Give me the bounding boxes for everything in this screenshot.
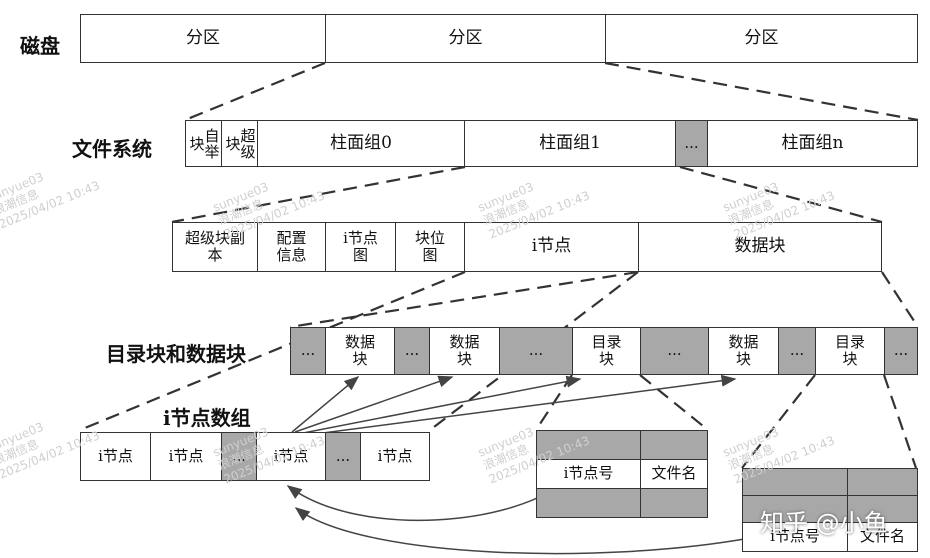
- dd-data-block-2: 数据块: [429, 327, 500, 375]
- arrow-inode-to-datablock2: [294, 375, 454, 433]
- dir-table-1-row3-left: [536, 488, 641, 518]
- super-block: 超级块: [221, 120, 258, 167]
- dd-ellipsis-1: ...: [290, 327, 326, 375]
- dd-dir-block-2: 目录块: [815, 327, 885, 375]
- dd-data-block-3: 数据块: [708, 327, 779, 375]
- dir-table-1-row3-right: [640, 488, 708, 518]
- dir-table-2-inode-no: i节点号: [742, 522, 848, 552]
- zoom-line-group-left: [171, 165, 466, 224]
- dd-ellipsis-4: ...: [640, 327, 709, 375]
- zoom-line-dir2-right: [882, 374, 918, 469]
- credit-watermark: 知乎 @小鱼: [760, 509, 888, 537]
- dir-table-2-filename: 文件名: [847, 522, 918, 552]
- dd-ellipsis-5: ...: [778, 327, 816, 375]
- boot-block-text: 自举块: [187, 127, 221, 160]
- inodes-region: i节点: [464, 222, 639, 272]
- arrow-dirtable-to-inode: [286, 477, 569, 522]
- cylinder-group-1: 柱面组1: [464, 120, 676, 167]
- zoom-line-partition-left: [184, 61, 326, 122]
- inode-bitmap: i节点图: [325, 222, 396, 272]
- zoom-line-inode-left: [79, 270, 466, 432]
- block-bitmap: 块位图: [395, 222, 465, 272]
- dir-table-2-row2-right: [847, 495, 918, 523]
- zoom-line-partition-right: [604, 61, 919, 122]
- boot-block: 自举块: [185, 120, 222, 167]
- dir-table-1-filename: 文件名: [640, 459, 708, 489]
- inode-cell-1: i节点: [80, 432, 151, 481]
- arrow-inode-to-dirblock: [297, 375, 582, 435]
- partition-2: 分区: [325, 14, 606, 63]
- dd-ellipsis-2: ...: [394, 327, 430, 375]
- zoom-line-dir1-right: [639, 374, 709, 431]
- inode-ellipsis-1: ...: [221, 432, 257, 481]
- zoom-line-dir2-left: [741, 374, 816, 469]
- disk-label: 磁盘: [20, 34, 60, 58]
- cylinder-group-ellipsis: ...: [675, 120, 708, 167]
- arrow-inode-to-datablock1: [291, 376, 360, 433]
- zoom-line-data-right: [881, 271, 919, 328]
- inode-cell-3: i节点: [256, 432, 326, 481]
- dd-ellipsis-3: ...: [499, 327, 573, 375]
- dir-data-label: 目录块和数据块: [106, 342, 246, 366]
- cylinder-group-n: 柱面组n: [707, 120, 918, 167]
- inode-cell-4: i节点: [360, 432, 430, 481]
- zoom-line-data-left: [289, 270, 639, 329]
- arrow-inode-to-datablock3: [299, 374, 737, 437]
- dd-data-block-1: 数据块: [325, 327, 395, 375]
- config-info: 配置信息: [257, 222, 326, 272]
- data-blocks-region: 数据块: [638, 222, 882, 272]
- dd-ellipsis-6: ...: [884, 327, 918, 375]
- arrow-dirtable2-to-inode: [294, 507, 751, 555]
- dir-table-2-header-left: [742, 468, 848, 496]
- partition-1: 分区: [80, 14, 326, 63]
- superblock-copy: 超级块副本: [172, 222, 258, 272]
- super-block-text: 超级块: [223, 127, 257, 160]
- dir-table-1-header-right: [640, 430, 708, 460]
- partition-3: 分区: [605, 14, 918, 63]
- dir-table-2-header-right: [847, 468, 918, 496]
- dd-dir-block-1: 目录块: [572, 327, 641, 375]
- cylinder-group-0: 柱面组0: [257, 120, 465, 167]
- filesystem-label: 文件系统: [72, 137, 152, 161]
- inode-array-label: i节点数组: [163, 406, 251, 430]
- inode-cell-2: i节点: [150, 432, 222, 481]
- dir-table-1-inode-no: i节点号: [536, 459, 641, 489]
- zoom-line-group-right: [679, 165, 883, 224]
- inode-ellipsis-2: ...: [325, 432, 361, 481]
